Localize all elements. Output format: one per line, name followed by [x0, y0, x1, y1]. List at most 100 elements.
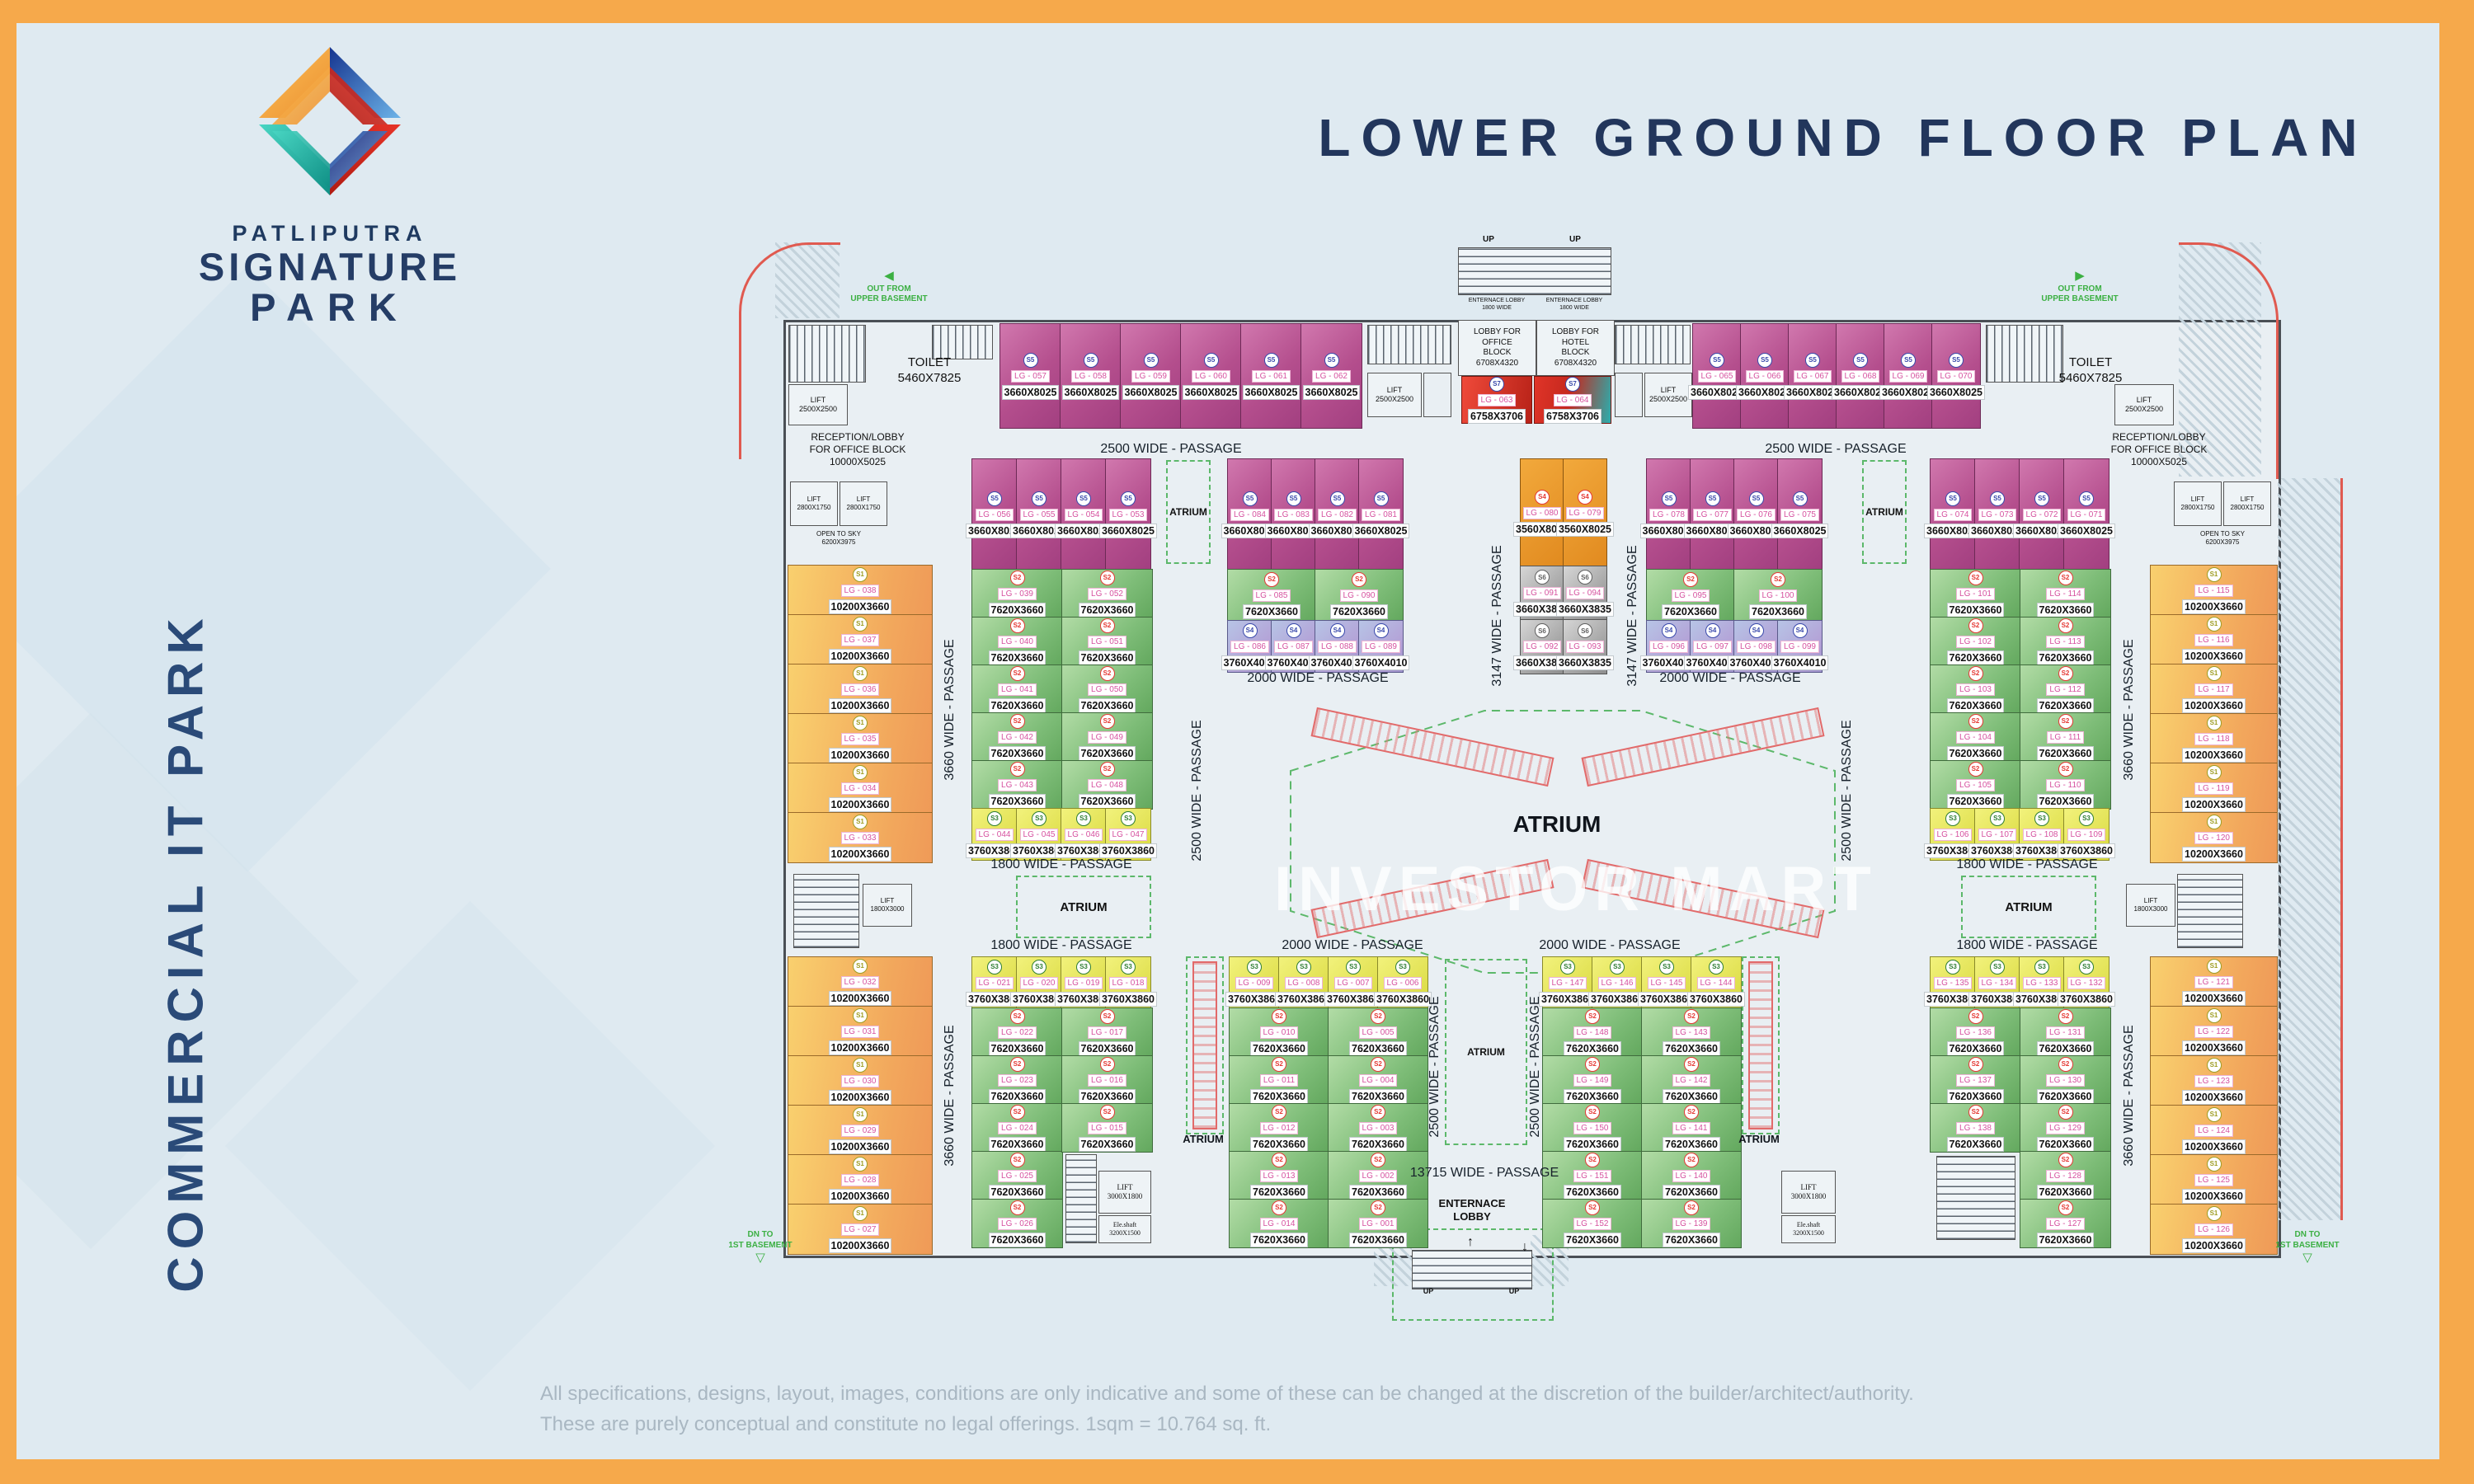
unit-type-badge: S3 — [1395, 959, 1410, 974]
unit-type-badge: S5 — [987, 491, 1002, 506]
unit-number: LG - 007 — [1333, 976, 1373, 989]
unit-number: LG - 082 — [1318, 508, 1357, 521]
unit-number: LG - 015 — [1088, 1121, 1126, 1134]
unit-number: LG - 116 — [2194, 633, 2233, 646]
unit-type-badge: S3 — [1296, 959, 1311, 974]
unit-type-badge: S7 — [1565, 376, 1580, 392]
unit-type-badge: S4 — [1705, 622, 1720, 638]
unit-type-badge: S5 — [1324, 352, 1339, 368]
unit-dimension: 3760X4010 — [1771, 655, 1829, 670]
unit-dimension: 7620X3660 — [2036, 1184, 2095, 1200]
unit-dimension: 7620X3660 — [1564, 1040, 1621, 1056]
unit-dimension: 3660X8025 — [1099, 523, 1157, 538]
label-line: 2500X2500 — [1649, 395, 1688, 403]
label-line: 2800X1750 — [797, 504, 831, 511]
unit-dimension: 7620X3660 — [2036, 1136, 2095, 1152]
unit-type-badge: S2 — [1683, 571, 1698, 587]
unit-number: LG - 079 — [1565, 506, 1605, 519]
label-line: 10000X5025 — [829, 455, 887, 467]
unit-number: LG - 093 — [1565, 641, 1605, 653]
unit-number: LG - 025 — [998, 1169, 1037, 1182]
frame-bottom — [0, 1459, 2474, 1484]
unit-type-badge: S3 — [987, 810, 1002, 826]
unit-number: LG - 152 — [1573, 1217, 1612, 1230]
passage-label: 2000 WIDE - PASSAGE — [1247, 671, 1389, 685]
passage-label: 2500 WIDE - PASSAGE — [1765, 442, 1907, 456]
unit-type-badge: S2 — [1371, 1008, 1385, 1024]
unit-dimension: 7620X3660 — [2036, 1232, 2095, 1247]
unit-number: LG - 004 — [1358, 1073, 1398, 1087]
unit-number: LG - 147 — [1548, 976, 1587, 989]
unit-number: LG - 109 — [2067, 828, 2106, 841]
unit-type-badge: S2 — [2058, 618, 2073, 633]
unit-type-badge: S2 — [1272, 1008, 1286, 1024]
unit-dimension: 10200X3660 — [828, 599, 892, 614]
unit-number: LG - 129 — [2046, 1121, 2085, 1134]
unit-number: LG - 087 — [1274, 640, 1313, 653]
unit-dimension: 10200X3660 — [828, 1237, 892, 1253]
unit-number: LG - 151 — [1573, 1169, 1612, 1182]
unit-dimension: 10200X3660 — [828, 846, 892, 862]
unit-dimension: 10200X3660 — [2182, 846, 2246, 862]
unit-dimension: 7620X3660 — [1564, 1088, 1621, 1104]
unit-number: LG - 105 — [1956, 778, 1995, 791]
unit-number: LG - 086 — [1230, 640, 1269, 653]
unit-number: LG - 106 — [1933, 828, 1973, 841]
unit-number: LG - 115 — [2194, 584, 2233, 597]
unit-dimension: 3560X8025 — [1556, 521, 1614, 537]
unit-type-badge: S5 — [1710, 352, 1724, 368]
unit-type-badge: S5 — [1083, 352, 1098, 368]
unit-number: LG - 069 — [1888, 369, 1928, 383]
unit-type-badge: S1 — [853, 715, 868, 730]
unit-dimension: 7620X3660 — [1349, 1184, 1407, 1200]
stair-bottom-right-wing — [1936, 1156, 2015, 1240]
unit-dimension: 10200X3660 — [2182, 1188, 2246, 1204]
unit-type-badge: S2 — [1585, 1008, 1600, 1024]
unit-type-badge: S2 — [1272, 1104, 1286, 1120]
unit-dimension: 3760X3860 — [1055, 991, 1112, 1007]
unit-dimension: 7620X3660 — [1078, 793, 1136, 809]
label-line: LIFT — [856, 495, 871, 503]
label-line: 5460X7825 — [2058, 371, 2123, 385]
unit-dimension: 7620X3660 — [1250, 1136, 1308, 1152]
disclaimer-line-2: These are purely conceptual and constitu… — [540, 1413, 1272, 1435]
unit-type-badge: S1 — [853, 1106, 868, 1122]
unit-type-badge: S2 — [1009, 1200, 1025, 1215]
unit-dimension: 3660X8025 — [1924, 523, 1982, 538]
unit-type-badge: S3 — [1076, 810, 1091, 826]
unit-number: LG - 013 — [1259, 1169, 1299, 1182]
unit-number: LG - 018 — [1108, 976, 1148, 989]
unit-number: LG - 131 — [2046, 1026, 2085, 1039]
label-line: 6200X3975 — [821, 538, 856, 546]
unit-dimension: 10200X3660 — [2182, 796, 2246, 812]
unit-number: LG - 038 — [840, 584, 880, 597]
unit-number: LG - 036 — [840, 683, 880, 696]
passage-label: 13715 WIDE - PASSAGE — [1409, 1166, 1559, 1180]
unit-type-badge: S5 — [1792, 491, 1808, 506]
unit-type-badge: S2 — [1099, 1008, 1115, 1024]
unit-number: LG - 072 — [2022, 508, 2062, 521]
unit-number: LG - 149 — [1573, 1073, 1612, 1087]
unit-dimension: 3760X3860 — [1588, 991, 1646, 1007]
unit-number: LG - 092 — [1522, 641, 1562, 653]
unit-number: LG - 067 — [1793, 369, 1832, 383]
frame-top — [0, 0, 2474, 23]
